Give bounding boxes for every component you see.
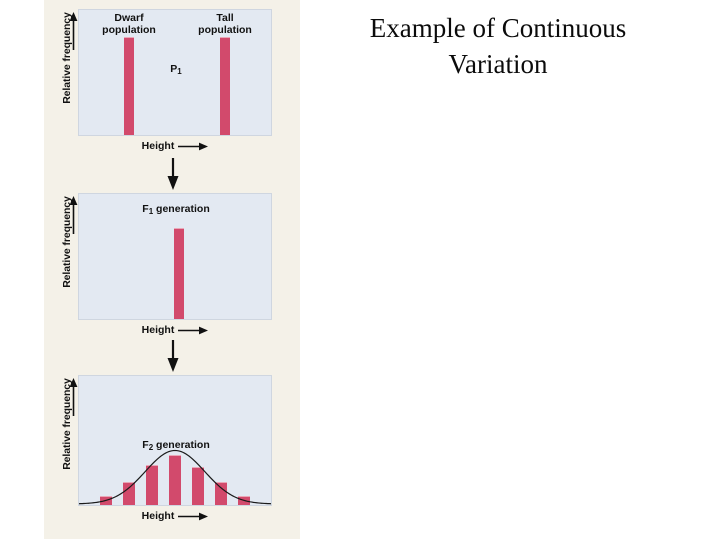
down-arrow-icon-2 xyxy=(167,340,179,372)
chart-title-f2: F2 generation xyxy=(106,439,246,452)
bar xyxy=(220,36,230,135)
chart-title-f1-sub: 1 xyxy=(148,207,154,216)
chart-title-p1-base: P xyxy=(170,63,178,75)
plot-area-p1: Dwarf population Tall population P1 xyxy=(78,9,272,136)
chart-title-f1-rest: generation xyxy=(153,203,210,215)
bell-curve-overlay xyxy=(79,376,271,505)
chart-title-f2-sub: 2 xyxy=(148,443,154,452)
y-axis-f1: Relative frequency xyxy=(44,188,78,318)
up-arrow-icon xyxy=(69,378,78,416)
annotation-tall-line1: Tall xyxy=(216,12,234,24)
y-axis-label-p1: Relative frequency xyxy=(61,12,73,104)
down-arrow-icon-1 xyxy=(167,158,179,190)
bar xyxy=(173,228,185,319)
bar xyxy=(122,482,136,505)
chart-p1: Relative frequency Dwarf population Tall… xyxy=(44,4,300,156)
plot-area-f1: F1 generation xyxy=(78,193,272,320)
annotation-dwarf-line1: Dwarf xyxy=(114,12,144,24)
slide-title-line-1: Example of Continuous xyxy=(369,13,627,43)
plot-area-f2: F2 generation xyxy=(78,375,272,506)
y-axis-label-f2: Relative frequency xyxy=(61,378,73,470)
annotation-tall: Tall population xyxy=(187,12,263,36)
x-axis-label-p1: Height xyxy=(141,140,175,152)
figure-panel: Relative frequency Dwarf population Tall… xyxy=(44,0,300,539)
annotation-dwarf-line2: population xyxy=(102,23,156,36)
annotation-tall-line2: population xyxy=(198,23,252,36)
annotation-dwarf: Dwarf population xyxy=(91,12,167,36)
chart-f1: Relative frequency F1 generation Height xyxy=(44,188,300,340)
right-arrow-icon xyxy=(178,512,209,520)
bar xyxy=(191,466,205,505)
y-axis-label-f1: Relative frequency xyxy=(61,196,73,288)
y-axis-f2: Relative frequency xyxy=(44,370,78,500)
chart-title-p1-sub: 1 xyxy=(177,67,182,76)
chart-title-f1-base: F xyxy=(142,203,149,215)
bar xyxy=(214,482,228,505)
slide-title: Example of Continuous Variation xyxy=(312,10,684,82)
slide-title-line-2: Variation xyxy=(448,49,548,79)
x-axis-label-f1: Height xyxy=(141,324,175,336)
up-arrow-icon xyxy=(69,12,78,50)
chart-title-p1: P1 xyxy=(151,63,201,76)
y-axis-p1: Relative frequency xyxy=(44,4,78,134)
bar xyxy=(124,36,134,135)
right-arrow-icon xyxy=(178,142,209,150)
chart-title-f1: F1 generation xyxy=(106,203,246,216)
x-axis-f2: Height xyxy=(78,507,272,525)
chart-f2: Relative frequency F2 generation Height xyxy=(44,370,300,530)
chart-title-f2-base: F xyxy=(142,439,149,451)
right-arrow-icon xyxy=(178,326,209,334)
x-axis-f1: Height xyxy=(78,321,272,339)
up-arrow-icon xyxy=(69,196,78,234)
bar xyxy=(145,465,159,505)
chart-title-f2-rest: generation xyxy=(153,439,210,451)
x-axis-label-f2: Height xyxy=(141,510,175,522)
x-axis-p1: Height xyxy=(78,137,272,155)
bar xyxy=(168,454,182,505)
